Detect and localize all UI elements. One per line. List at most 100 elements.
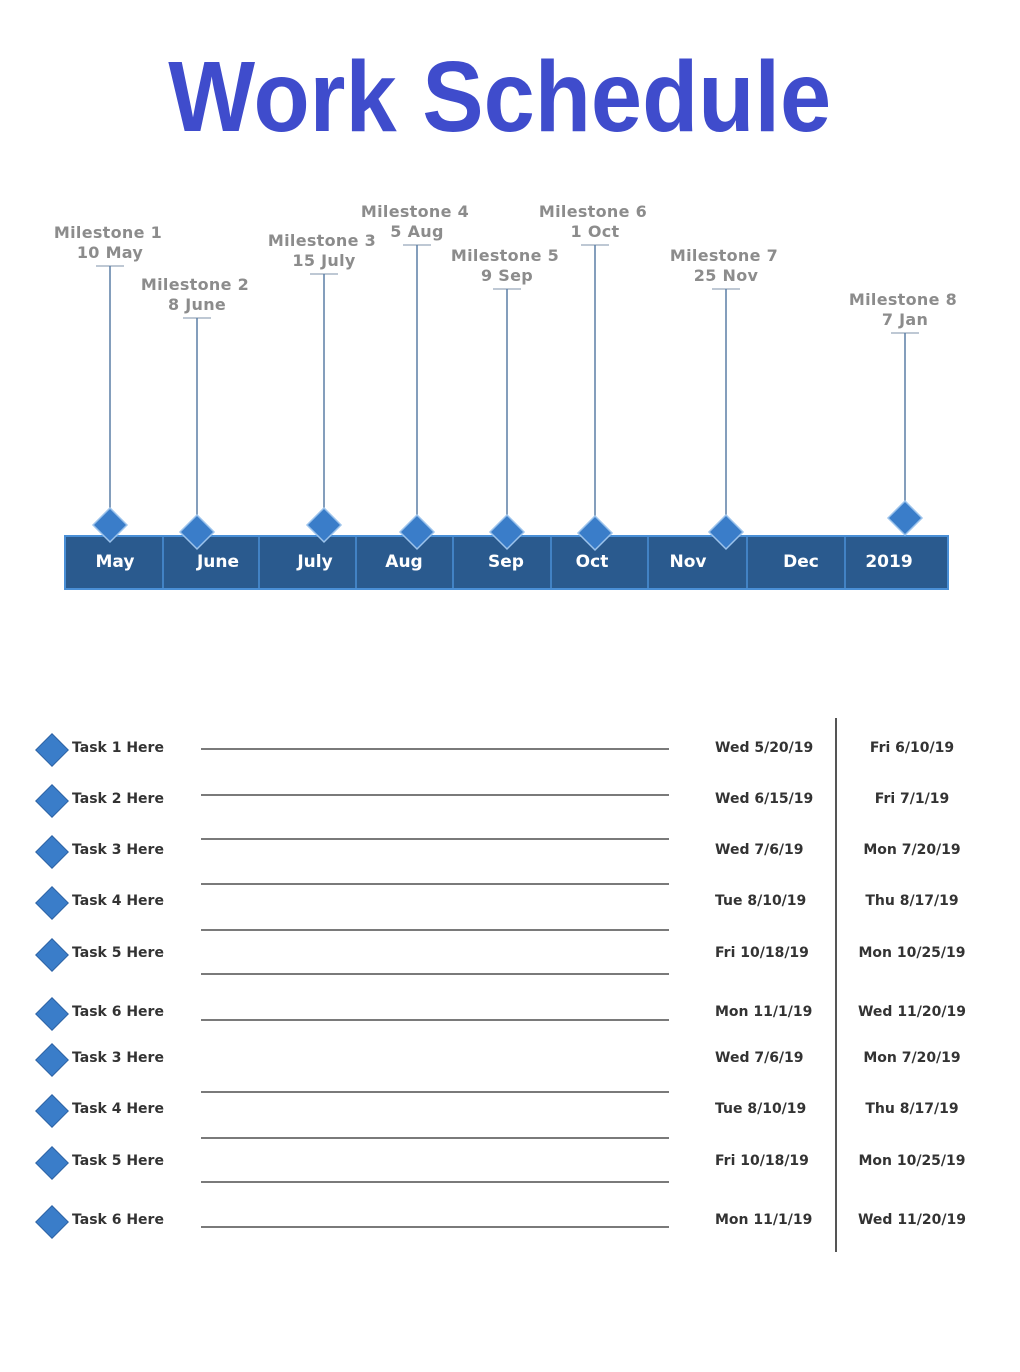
task-end-date: Wed 11/20/19 <box>857 1004 966 1020</box>
milestone-date: 5 Aug <box>390 222 443 241</box>
milestone: Milestone 59 Sep <box>451 246 559 551</box>
task-diamond-icon <box>36 1095 68 1127</box>
task-start-date: Mon 11/1/19 <box>715 1212 813 1228</box>
milestone-name: Milestone 7 <box>670 246 778 265</box>
task-label: Task 2 Here <box>72 791 164 807</box>
task-diamond-icon <box>36 836 68 868</box>
task-start-date: Wed 5/20/19 <box>715 740 814 756</box>
task-start-date: Fri 10/18/19 <box>715 1153 809 1169</box>
task-label: Task 3 Here <box>72 1050 164 1066</box>
task-diamond-icon <box>36 1044 68 1076</box>
task-line <box>201 929 669 931</box>
task-start-date: Fri 10/18/19 <box>715 945 809 961</box>
task-label: Task 4 Here <box>72 1101 164 1117</box>
task-row: Task 1 Here Wed 5/20/19 Fri 6/10/19 <box>0 734 1020 777</box>
milestone-name: Milestone 8 <box>849 290 957 309</box>
task-diamond-icon <box>36 1206 68 1238</box>
milestone-diamond <box>91 506 129 544</box>
task-line <box>201 1091 669 1093</box>
task-label: Task 3 Here <box>72 842 164 858</box>
milestone-diamond <box>576 514 614 552</box>
task-start-date: Wed 7/6/19 <box>715 1050 804 1066</box>
task-row: Task 6 Here Mon 11/1/19 Wed 11/20/19 <box>0 1206 1020 1249</box>
task-end-date: Mon 7/20/19 <box>863 842 961 858</box>
milestone-diamond <box>707 513 745 551</box>
month-label: July <box>296 552 332 572</box>
task-line <box>201 838 669 840</box>
task-end-date: Thu 8/17/19 <box>865 893 959 909</box>
month-label: Sep <box>488 552 524 572</box>
task-label: Task 1 Here <box>72 740 164 756</box>
month-label: Oct <box>576 552 609 572</box>
task-label: Task 6 Here <box>72 1212 164 1228</box>
month-label: Nov <box>670 552 707 572</box>
milestone-date: 7 Jan <box>882 310 928 329</box>
task-diamond-icon <box>36 1147 68 1179</box>
milestone-name: Milestone 6 <box>539 202 647 221</box>
task-label: Task 5 Here <box>72 945 164 961</box>
milestone-diamond <box>178 513 216 551</box>
milestone: Milestone 725 Nov <box>670 246 778 551</box>
milestone-date: 9 Sep <box>481 266 533 285</box>
task-line <box>201 973 669 975</box>
milestone: Milestone 87 Jan <box>849 290 957 537</box>
milestone-date: 1 Oct <box>571 222 620 241</box>
milestone-date: 10 May <box>77 243 144 262</box>
task-line <box>201 1019 669 1021</box>
milestone: Milestone 315 July <box>268 231 376 544</box>
task-row: Task 5 Here Fri 10/18/19 Mon 10/25/19 <box>0 1147 1020 1190</box>
task-end-date: Mon 10/25/19 <box>858 945 966 961</box>
task-diamond-icon <box>36 998 68 1030</box>
milestone-diamond <box>305 506 343 544</box>
task-label: Task 5 Here <box>72 1153 164 1169</box>
milestone: Milestone 110 May <box>54 223 162 544</box>
milestone-date: 25 Nov <box>694 266 759 285</box>
task-start-date: Wed 7/6/19 <box>715 842 804 858</box>
month-label: Dec <box>783 552 819 572</box>
task-row: Task 5 Here Fri 10/18/19 Mon 10/25/19 <box>0 939 1020 982</box>
milestone-name: Milestone 4 <box>361 202 469 221</box>
task-row: Task 3 Here Wed 7/6/19 Mon 7/20/19 <box>0 1044 1020 1087</box>
milestone-timeline: May June July Aug Sep Oct Nov Dec 2019 Milestone… <box>54 202 957 590</box>
task-end-date: Fri 7/1/19 <box>874 791 950 807</box>
task-end-date: Mon 7/20/19 <box>863 1050 961 1066</box>
task-start-date: Mon 11/1/19 <box>715 1004 813 1020</box>
task-row: Task 6 Here Mon 11/1/19 Wed 11/20/19 <box>0 998 1020 1041</box>
task-line <box>201 883 669 885</box>
month-label: 2019 <box>865 552 912 572</box>
task-label: Task 4 Here <box>72 893 164 909</box>
task-end-date: Fri 6/10/19 <box>869 740 955 756</box>
milestone-name: Milestone 3 <box>268 231 376 250</box>
task-end-date: Wed 11/20/19 <box>857 1212 966 1228</box>
task-start-date: Tue 8/10/19 <box>715 1101 807 1117</box>
milestone-date: 15 July <box>292 251 355 270</box>
milestone-name: Milestone 2 <box>141 275 249 294</box>
task-start-date: Tue 8/10/19 <box>715 893 807 909</box>
milestone: Milestone 61 Oct <box>539 202 647 552</box>
date-column-divider <box>835 718 837 1252</box>
task-line <box>201 1181 669 1183</box>
milestone-diamond <box>398 513 436 551</box>
task-diamond-icon <box>36 734 68 766</box>
page-title: Work Schedule <box>168 41 832 153</box>
month-label: May <box>96 552 135 572</box>
task-line <box>201 748 669 750</box>
task-diamond-icon <box>36 785 68 817</box>
month-label: June <box>196 552 239 572</box>
task-line <box>201 1226 669 1228</box>
milestone-diamond <box>886 499 924 537</box>
task-end-date: Mon 10/25/19 <box>858 1153 966 1169</box>
task-line <box>201 1137 669 1139</box>
task-row: Task 4 Here Tue 8/10/19 Thu 8/17/19 <box>0 887 1020 930</box>
milestone-diamond <box>488 513 526 551</box>
task-row: Task 3 Here Wed 7/6/19 Mon 7/20/19 <box>0 836 1020 879</box>
milestone: Milestone 45 Aug <box>361 202 469 551</box>
milestone-date: 8 June <box>168 295 226 314</box>
milestone-name: Milestone 5 <box>451 246 559 265</box>
task-label: Task 6 Here <box>72 1004 164 1020</box>
month-label: Aug <box>385 552 422 572</box>
task-diamond-icon <box>36 887 68 919</box>
